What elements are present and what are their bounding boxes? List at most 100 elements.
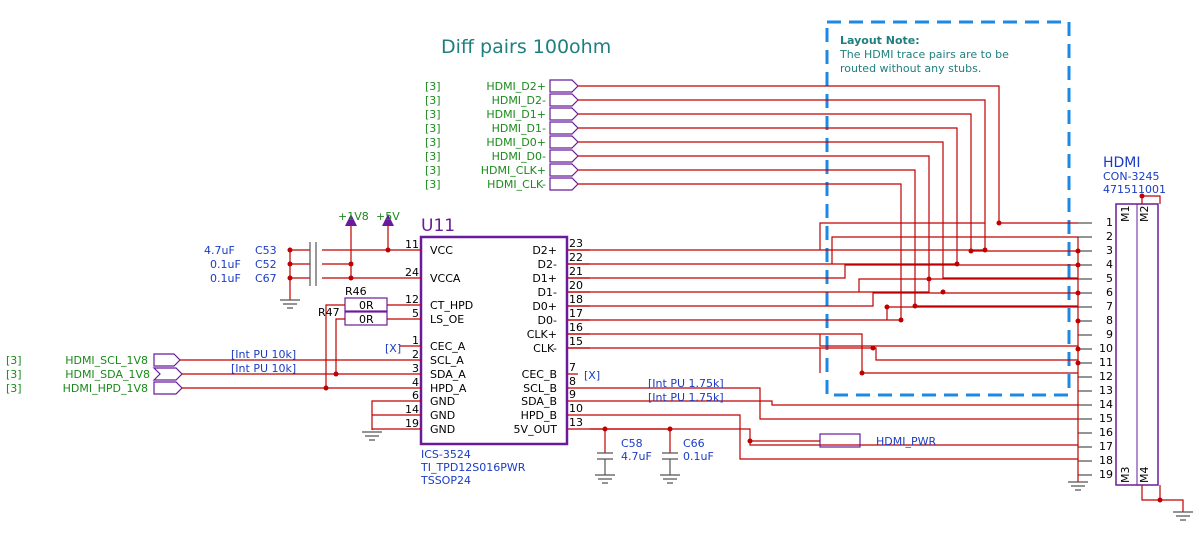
svg-text:8: 8 [1106,314,1113,327]
diff-name-1: HDMI_D2- [492,94,546,107]
diff-port-shapes [549,79,579,191]
power-5v: +5V [376,210,400,223]
layout-note-heading: Layout Note: [840,34,920,47]
svg-text:18: 18 [1099,454,1113,467]
connector-m2: M2 [1138,206,1151,223]
svg-text:HDMI_SDA_1V8: HDMI_SDA_1V8 [65,368,150,381]
svg-text:17: 17 [569,307,583,320]
svg-text:1: 1 [412,334,419,347]
svg-text:3: 3 [412,362,419,375]
svg-text:5V_OUT: 5V_OUT [514,423,558,436]
connector-pin-numbers: 1 2 3 4 5 6 7 8 9 10 11 12 13 14 15 16 1… [1099,216,1113,481]
svg-text:2: 2 [1106,230,1113,243]
diff-sheet-5: [3] [425,150,441,163]
diff-name-4: HDMI_D0+ [486,136,546,149]
svg-text:SDA_A: SDA_A [430,368,466,381]
connector-shield-bottom [1141,485,1184,512]
power-1v8: +1V8 [338,210,369,223]
hdmi-pwr-component [819,433,861,448]
svg-text:4.7uF: 4.7uF [621,450,652,463]
pullup-scl-b: [Int PU 1.75k] [648,377,724,390]
ic-body-u11 [419,235,569,446]
svg-text:9: 9 [1106,328,1113,341]
svg-text:CEC_B: CEC_B [522,368,557,381]
svg-text:D0+: D0+ [532,300,557,313]
svg-text:11: 11 [405,238,419,251]
ic-footer-2: TI_TPD12S016PWR [420,461,526,474]
svg-text:LS_OE: LS_OE [430,313,464,326]
svg-text:13: 13 [569,416,583,429]
svg-text:D1+: D1+ [532,272,557,285]
svg-text:4: 4 [1106,258,1113,271]
ground-symbol-ic [362,431,382,441]
diff-sheet-0: [3] [425,80,441,93]
diff-name-2: HDMI_D1+ [486,108,546,121]
svg-text:16: 16 [569,321,583,334]
resistors: 0R 0R R46 R47 [318,285,400,388]
svg-text:HDMI_SCL_1V8: HDMI_SCL_1V8 [65,354,148,367]
svg-text:C52: C52 [255,258,277,271]
connector-m3: M3 [1119,467,1132,484]
svg-text:7: 7 [1106,300,1113,313]
svg-text:7: 7 [569,361,576,374]
svg-text:0R: 0R [359,313,374,326]
svg-text:[3]: [3] [6,382,22,395]
svg-text:C66: C66 [683,437,705,450]
svg-text:14: 14 [405,403,419,416]
connector-pin-stubs [1078,222,1092,476]
diff-routing-wires [568,85,1078,374]
svg-text:4.7uF: 4.7uF [204,244,235,257]
diff-name-6: HDMI_CLK+ [481,164,546,177]
svg-text:8: 8 [569,375,576,388]
svg-text:15: 15 [1099,412,1113,425]
svg-text:12: 12 [405,293,419,306]
ic-ref: U11 [421,216,455,236]
diff-name-0: HDMI_D2+ [486,80,546,93]
svg-text:2: 2 [412,348,419,361]
svg-text:VCCA: VCCA [430,272,461,285]
layout-note-line1: The HDMI trace pairs are to be [839,48,1009,61]
hdmi-pwr-label: HDMI_PWR [876,435,936,448]
connector-title: HDMI [1103,155,1141,171]
bottom-capacitors: C58 4.7uF C66 0.1uF [590,426,714,484]
svg-text:4: 4 [412,376,419,389]
connector-m4: M4 [1138,467,1151,484]
svg-text:1: 1 [1106,216,1113,229]
connector-m1: M1 [1119,206,1132,223]
svg-text:16: 16 [1099,426,1113,439]
diff-sheet-7: [3] [425,178,441,191]
diff-sheet-2: [3] [425,108,441,121]
svg-text:10: 10 [569,402,583,415]
diff-sheet-6: [3] [425,164,441,177]
svg-text:R46: R46 [345,285,367,298]
svg-text:C58: C58 [621,437,643,450]
svg-text:10: 10 [1099,342,1113,355]
svg-text:VCC: VCC [430,244,453,257]
connector-pn: 471511001 [1103,183,1166,196]
svg-text:0.1uF: 0.1uF [210,272,241,285]
svg-text:CT_HPD: CT_HPD [430,299,473,312]
svg-text:SCL_B: SCL_B [523,382,557,395]
connector-part: CON-3245 [1103,170,1160,183]
diff-name-7: HDMI_CLK- [487,178,546,191]
power-wires [350,226,400,279]
power-arrows [345,214,394,226]
svg-text:15: 15 [569,335,583,348]
diff-sheet-4: [3] [425,136,441,149]
svg-text:11: 11 [1099,356,1113,369]
svg-text:SCL_A: SCL_A [430,354,464,367]
junction-dots [859,220,1081,376]
svg-text:HDMI_HPD_1V8: HDMI_HPD_1V8 [63,382,148,395]
svg-text:D2-: D2- [538,258,557,271]
svg-text:CEC_A: CEC_A [430,340,466,353]
svg-text:GND: GND [430,409,455,422]
diff-name-5: HDMI_D0- [492,150,546,163]
svg-text:D2+: D2+ [532,244,557,257]
ground-symbol-shield [1173,511,1193,521]
ddc-ports: [3]HDMI_SCL_1V8 [3]HDMI_SDA_1V8 [3]HDMI_… [6,353,400,395]
svg-text:19: 19 [405,417,419,430]
ground-symbol-connector [1068,481,1088,491]
